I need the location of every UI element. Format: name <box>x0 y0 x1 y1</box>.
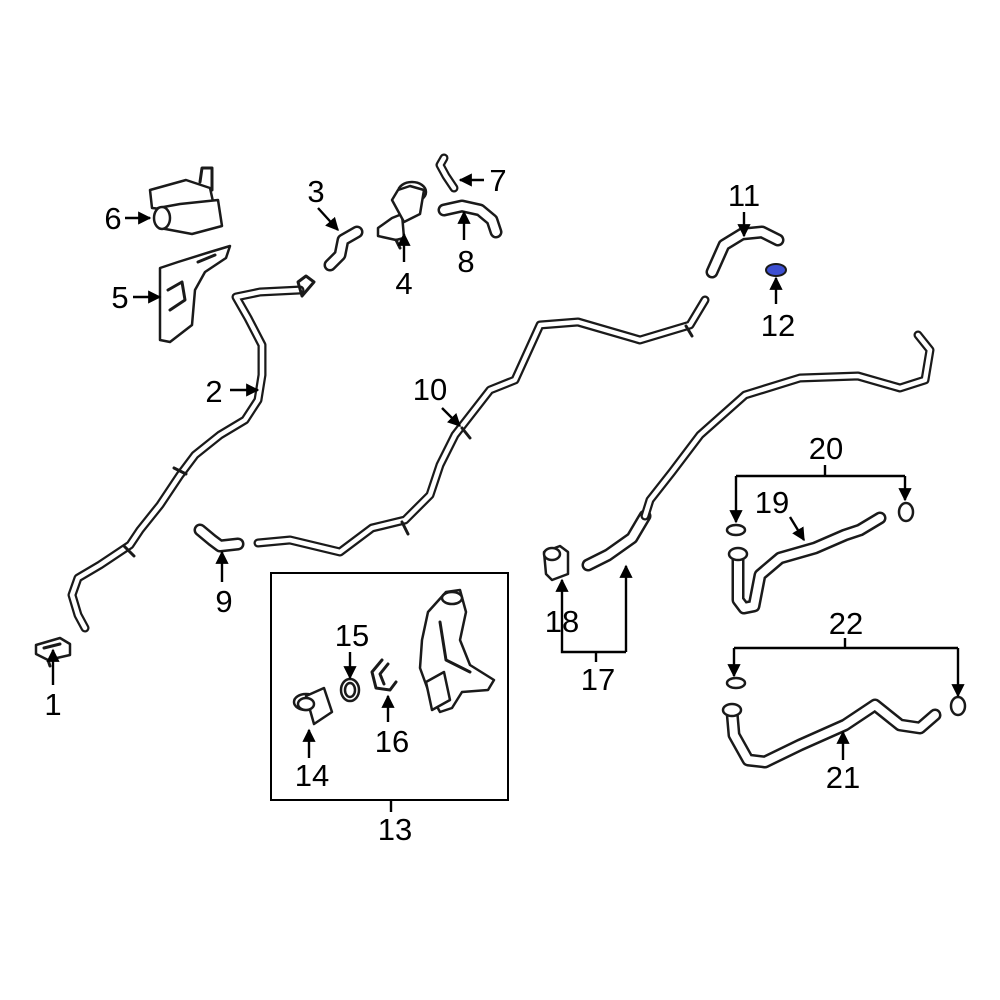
callout-16: 16 <box>375 724 409 759</box>
part-13-thermostat-housing[interactable] <box>418 588 496 714</box>
part-3-hose[interactable] <box>323 225 364 272</box>
part-20-o-rings[interactable] <box>725 501 915 537</box>
callout-7: 7 <box>489 163 506 198</box>
part-17-pipe[interactable] <box>581 330 935 572</box>
callout-5: 5 <box>111 280 128 315</box>
part-4-valve[interactable] <box>376 180 428 250</box>
callout-11: 11 <box>728 178 760 213</box>
part-12-o-ring[interactable] <box>765 263 787 277</box>
callout-10: 10 <box>413 372 447 407</box>
callout-12: 12 <box>761 308 795 343</box>
callout-13: 13 <box>378 812 412 847</box>
part-9-hose[interactable] <box>193 523 245 553</box>
callout-20: 20 <box>809 431 843 466</box>
callout-22: 22 <box>829 606 863 641</box>
part-2-tube[interactable] <box>67 274 316 633</box>
callout-2: 2 <box>205 374 222 409</box>
kit-13-box <box>270 572 509 801</box>
part-7-clamp[interactable] <box>435 153 459 193</box>
callout-1: 1 <box>44 687 61 722</box>
callout-18: 18 <box>545 604 579 639</box>
callout-labels: 1 2 3 4 5 6 7 8 9 10 11 12 13 14 15 16 1… <box>44 163 863 847</box>
callout-17: 17 <box>581 662 615 697</box>
callout-6: 6 <box>104 201 121 236</box>
part-10-tube[interactable] <box>253 295 710 557</box>
callout-14: 14 <box>295 758 329 793</box>
callout-9: 9 <box>215 584 232 619</box>
callout-21: 21 <box>826 760 860 795</box>
leader-lines <box>46 173 965 812</box>
callout-3: 3 <box>307 174 324 209</box>
callout-8: 8 <box>457 244 474 279</box>
part-14-sleeve[interactable] <box>292 686 334 726</box>
callout-4: 4 <box>395 266 412 301</box>
callout-15: 15 <box>335 618 369 653</box>
part-21-hose[interactable] <box>721 698 942 769</box>
part-18-fitting[interactable] <box>542 544 570 582</box>
part-19-hose[interactable] <box>727 511 887 615</box>
part-6-solenoid[interactable] <box>148 166 224 236</box>
part-16-clip[interactable] <box>370 658 398 692</box>
callout-19: 19 <box>755 485 789 520</box>
part-15-o-ring[interactable] <box>339 677 361 703</box>
part-22-o-rings[interactable] <box>725 676 967 717</box>
part-5-bracket[interactable] <box>158 244 232 344</box>
part-8-hose[interactable] <box>437 199 503 239</box>
